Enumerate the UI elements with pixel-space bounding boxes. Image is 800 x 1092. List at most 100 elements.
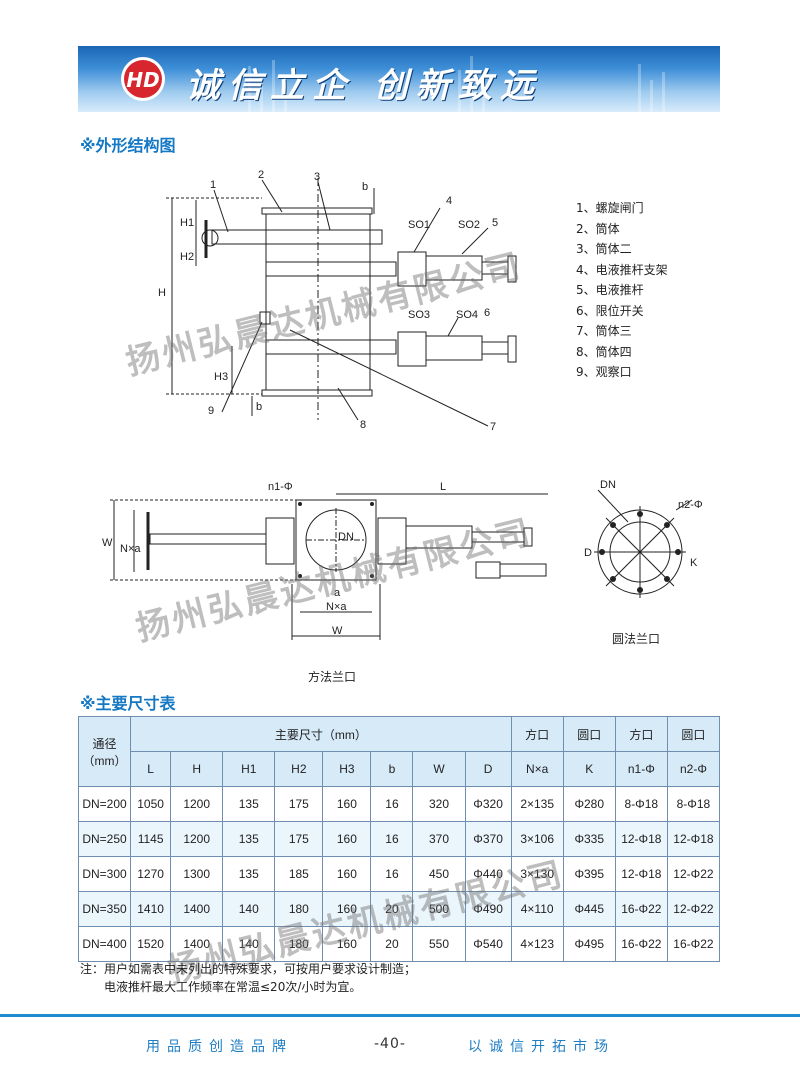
- table-cell: 16: [370, 821, 414, 857]
- table-cell: 1200: [170, 786, 224, 822]
- table-row: DN=400 1520 1400 140 180 160 20 550 Φ540…: [77, 926, 721, 962]
- dim-label-d: D: [584, 547, 592, 559]
- header-bore-unit: （mm）: [82, 753, 127, 768]
- table-row: DN=200 1050 1200 135 175 160 16 320 Φ320…: [77, 786, 721, 822]
- legend-item: 1、螺旋闸门: [576, 201, 644, 215]
- part-label-4: 4: [446, 195, 452, 207]
- part-label-1: 1: [210, 179, 216, 191]
- table-cell: 1270: [130, 856, 172, 892]
- note-line: 注：用户如需表中未列出的特殊要求，可按用户要求设计制造；: [80, 962, 417, 976]
- table-cell: 180: [274, 926, 324, 962]
- header-cell: H: [170, 751, 224, 787]
- dim-label-dn-round: DN: [600, 479, 616, 491]
- part-label-3: 3: [314, 171, 320, 183]
- dim-label-l: L: [440, 481, 446, 493]
- dim-label-nxa-bottom: N×a: [326, 601, 347, 613]
- header-bore: 通径 （mm）: [77, 716, 132, 787]
- header-round-1: 圆口: [562, 716, 616, 752]
- dim-label-h: H: [158, 287, 166, 299]
- table-cell: DN=400: [77, 926, 132, 962]
- table-cell: 2×135: [510, 786, 564, 822]
- table-cell: Φ490: [464, 891, 512, 927]
- header-cell: D: [464, 751, 512, 787]
- table-cell: 12-Φ22: [666, 856, 721, 892]
- table-cell: 1200: [170, 821, 224, 857]
- table-cell: 16-Φ22: [666, 926, 721, 962]
- table-cell: DN=350: [77, 891, 132, 927]
- part-label-5: 5: [492, 217, 498, 229]
- dim-label-a: a: [334, 587, 341, 599]
- page-number: -40-: [374, 1036, 406, 1052]
- table-cell: 12-Φ22: [666, 891, 721, 927]
- caption-round-flange: 圆法兰口: [612, 632, 661, 646]
- table-header-row: 通径 （mm） 主要尺寸（mm） 方口 圆口 方口 圆口: [77, 716, 721, 787]
- table-cell: 135: [222, 786, 276, 822]
- banner-slogan: 诚信立企 创新致远: [186, 66, 542, 106]
- dim-label-b-bottom: b: [256, 401, 262, 413]
- table-cell: 16-Φ22: [614, 891, 668, 927]
- header-cell: b: [370, 751, 414, 787]
- table-cell: 20: [370, 891, 414, 927]
- dim-label-nxa-side: N×a: [120, 543, 141, 555]
- table-cell: 8-Φ18: [666, 786, 721, 822]
- footer-divider: [0, 1014, 800, 1017]
- header-cell: H2: [274, 751, 324, 787]
- table-cell: 370: [412, 821, 466, 857]
- table-cell: 4×110: [510, 891, 564, 927]
- table-cell: 160: [322, 891, 372, 927]
- table-cell: 500: [412, 891, 466, 927]
- banner-stripes: [248, 56, 665, 112]
- legend-item: 5、电液推杆: [576, 283, 644, 297]
- header-main-dims: 主要尺寸（mm）: [130, 716, 512, 752]
- table-cell: 140: [222, 926, 276, 962]
- table-cell: Φ540: [464, 926, 512, 962]
- table-cell: Φ335: [562, 821, 616, 857]
- table-cell: 1050: [130, 786, 172, 822]
- header-cell: H3: [322, 751, 372, 787]
- dim-label-h3: H3: [214, 371, 228, 383]
- table-cell: 12-Φ18: [666, 821, 721, 857]
- header-square-2: 方口: [614, 716, 668, 752]
- table-cell: 185: [274, 856, 324, 892]
- legend-item: 6、限位开关: [576, 303, 644, 318]
- table-cell: 3×106: [510, 821, 564, 857]
- header-cell: H1: [222, 751, 276, 787]
- table-cell: 175: [274, 786, 324, 822]
- table-cell: Φ440: [464, 856, 512, 892]
- table-cell: 1145: [130, 821, 172, 857]
- table-cell: 160: [322, 856, 372, 892]
- table-cell: 12-Φ18: [614, 821, 668, 857]
- table-cell: 1520: [130, 926, 172, 962]
- top-flange: [261, 207, 373, 215]
- technical-drawing: 1 2 3 4 5 6 7 8 9 SO1 SO2 SO3 SO4 H1 H2 …: [102, 169, 703, 640]
- table-cell: 1400: [170, 926, 224, 962]
- table-cell: 1410: [130, 891, 172, 927]
- note-line: 电液推杆最大工作频率在常温≤20次/小时为宜。: [104, 980, 362, 994]
- square-flange: [295, 499, 377, 581]
- table-cell: DN=200: [77, 786, 132, 822]
- table-cell: Φ395: [562, 856, 616, 892]
- table-cell: DN=250: [77, 821, 132, 857]
- dim-label-h2: H2: [180, 251, 194, 263]
- header-bore-label: 通径: [92, 736, 117, 751]
- section-title-dimensions: ※主要尺寸表: [80, 694, 176, 713]
- table-cell: 160: [322, 926, 372, 962]
- table-cell: 450: [412, 856, 466, 892]
- footer-right-slogan: 以诚信开拓市场: [468, 1039, 615, 1055]
- table-cell: 20: [370, 926, 414, 962]
- legend-item: 7、筒体三: [576, 324, 632, 338]
- table-cell: Φ280: [562, 786, 616, 822]
- table-cell: 135: [222, 856, 276, 892]
- header-cell: n1-Φ: [614, 751, 668, 787]
- header-cell: N×a: [510, 751, 564, 787]
- dim-label-w-bottom: W: [332, 625, 343, 637]
- caption-square-flange: 方法兰口: [308, 670, 357, 684]
- table-cell: Φ320: [464, 786, 512, 822]
- table-cell: 4×123: [510, 926, 564, 962]
- logo-text: HD: [126, 68, 159, 92]
- table-row: DN=250 1145 1200 135 175 160 16 370 Φ370…: [77, 821, 721, 857]
- section-title-structure: ※外形结构图: [80, 136, 176, 155]
- dim-label-n2: n2-Φ: [678, 499, 703, 511]
- sensor-label-so4: SO4: [456, 309, 478, 321]
- legend-item: 4、电液推杆支架: [576, 262, 668, 277]
